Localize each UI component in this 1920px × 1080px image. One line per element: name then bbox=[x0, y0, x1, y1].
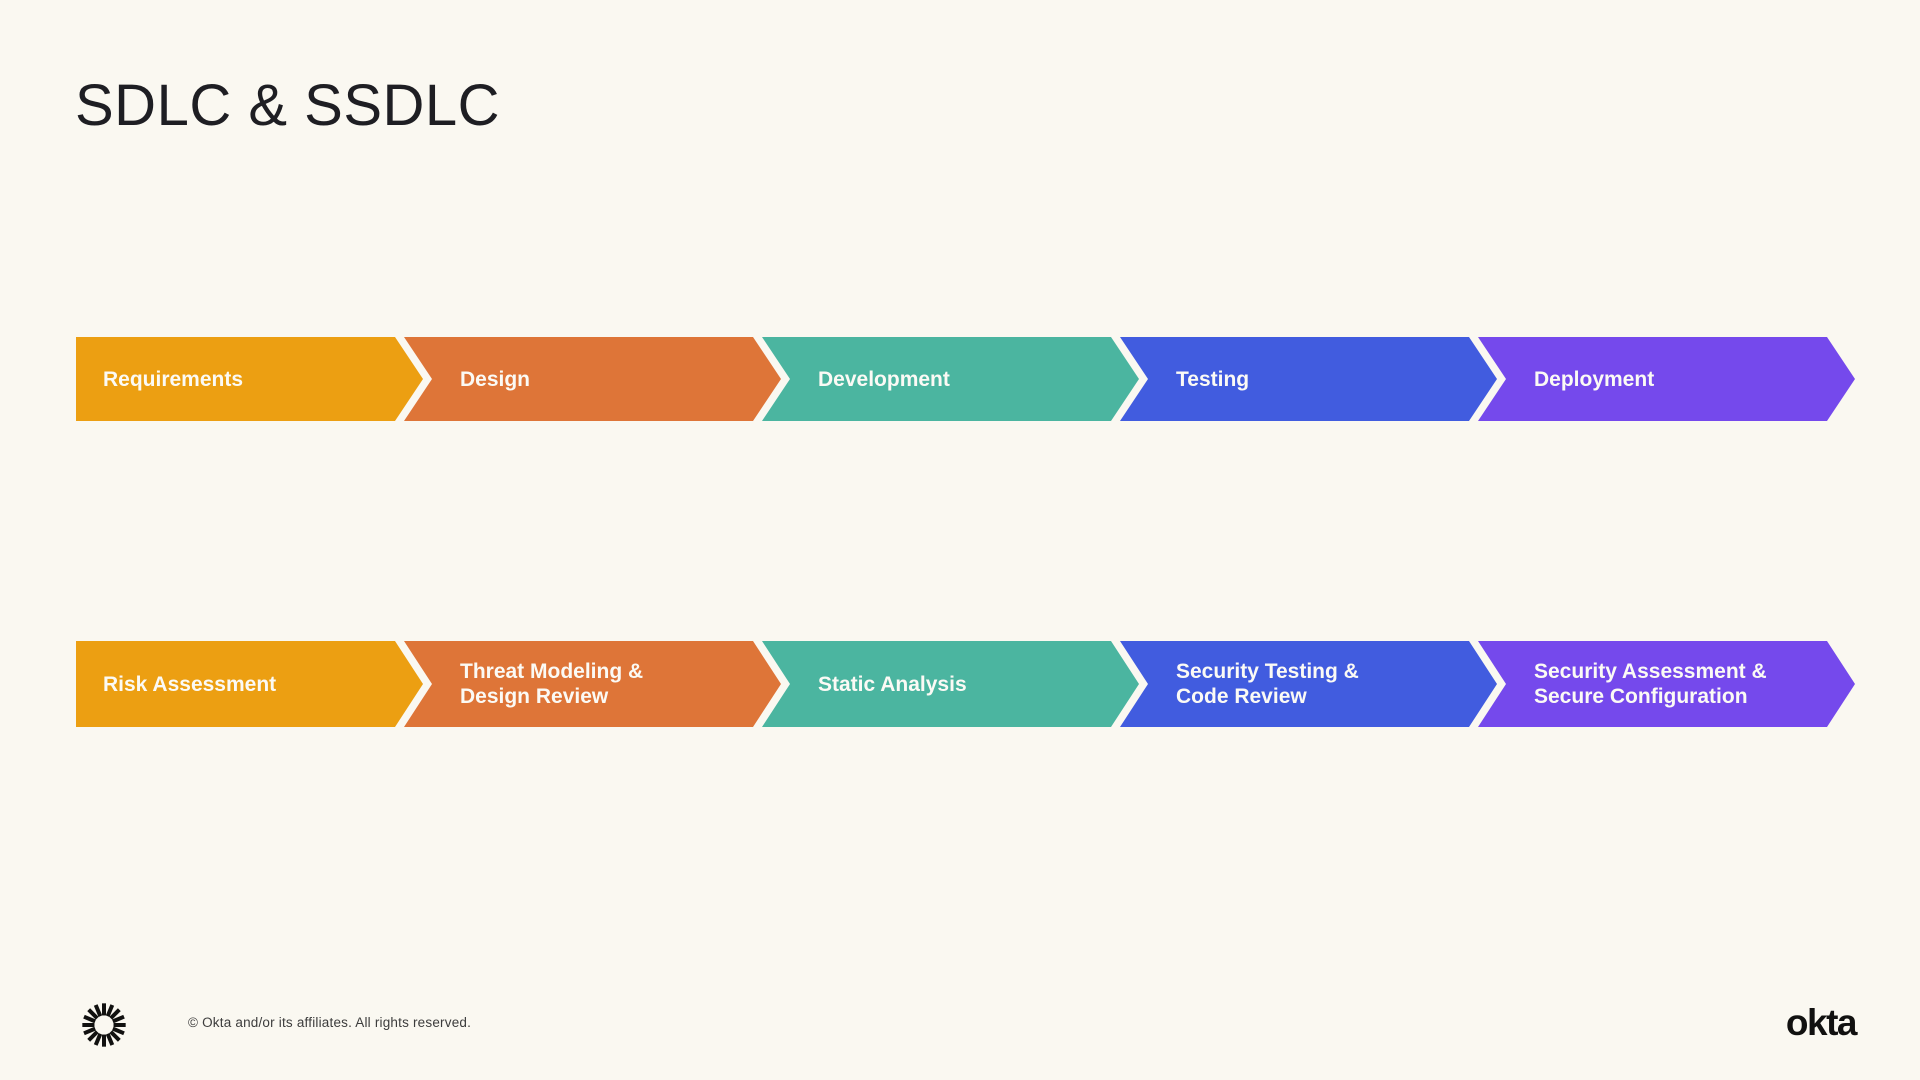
step-label: Threat Modeling & Design Review bbox=[460, 660, 644, 708]
step-label: Security Testing & Code Review bbox=[1176, 660, 1359, 708]
copyright-text: © Okta and/or its affiliates. All rights… bbox=[188, 1015, 472, 1030]
page-title: SDLC & SSDLC bbox=[75, 73, 501, 138]
ssdlc-step-security-testing: Security Testing & Code Review bbox=[1120, 641, 1497, 727]
step-label: Development bbox=[818, 367, 950, 391]
step-label: Requirements bbox=[103, 367, 244, 391]
sdlc-step-development: Development bbox=[762, 337, 1139, 421]
step-label: Testing bbox=[1176, 367, 1250, 391]
okta-aura-icon bbox=[82, 1003, 126, 1047]
ssdlc-step-static-analysis: Static Analysis bbox=[762, 641, 1139, 727]
sdlc-step-requirements: Requirements bbox=[76, 337, 423, 421]
step-label: Static Analysis bbox=[818, 672, 967, 696]
sdlc-step-design: Design bbox=[404, 337, 781, 421]
step-label: Security Assessment & Secure Configurati… bbox=[1534, 660, 1767, 708]
okta-wordmark: okta bbox=[1785, 1002, 1858, 1043]
sdlc-step-testing: Testing bbox=[1120, 337, 1497, 421]
step-label: Risk Assessment bbox=[103, 672, 277, 696]
ssdlc-step-threat-modeling: Threat Modeling & Design Review bbox=[404, 641, 781, 727]
ssdlc-step-security-assessment: Security Assessment & Secure Configurati… bbox=[1478, 641, 1855, 727]
step-label: Deployment bbox=[1534, 367, 1655, 391]
step-label: Design bbox=[460, 367, 531, 391]
ssdlc-step-risk-assessment: Risk Assessment bbox=[76, 641, 423, 727]
sdlc-step-deployment: Deployment bbox=[1478, 337, 1855, 421]
